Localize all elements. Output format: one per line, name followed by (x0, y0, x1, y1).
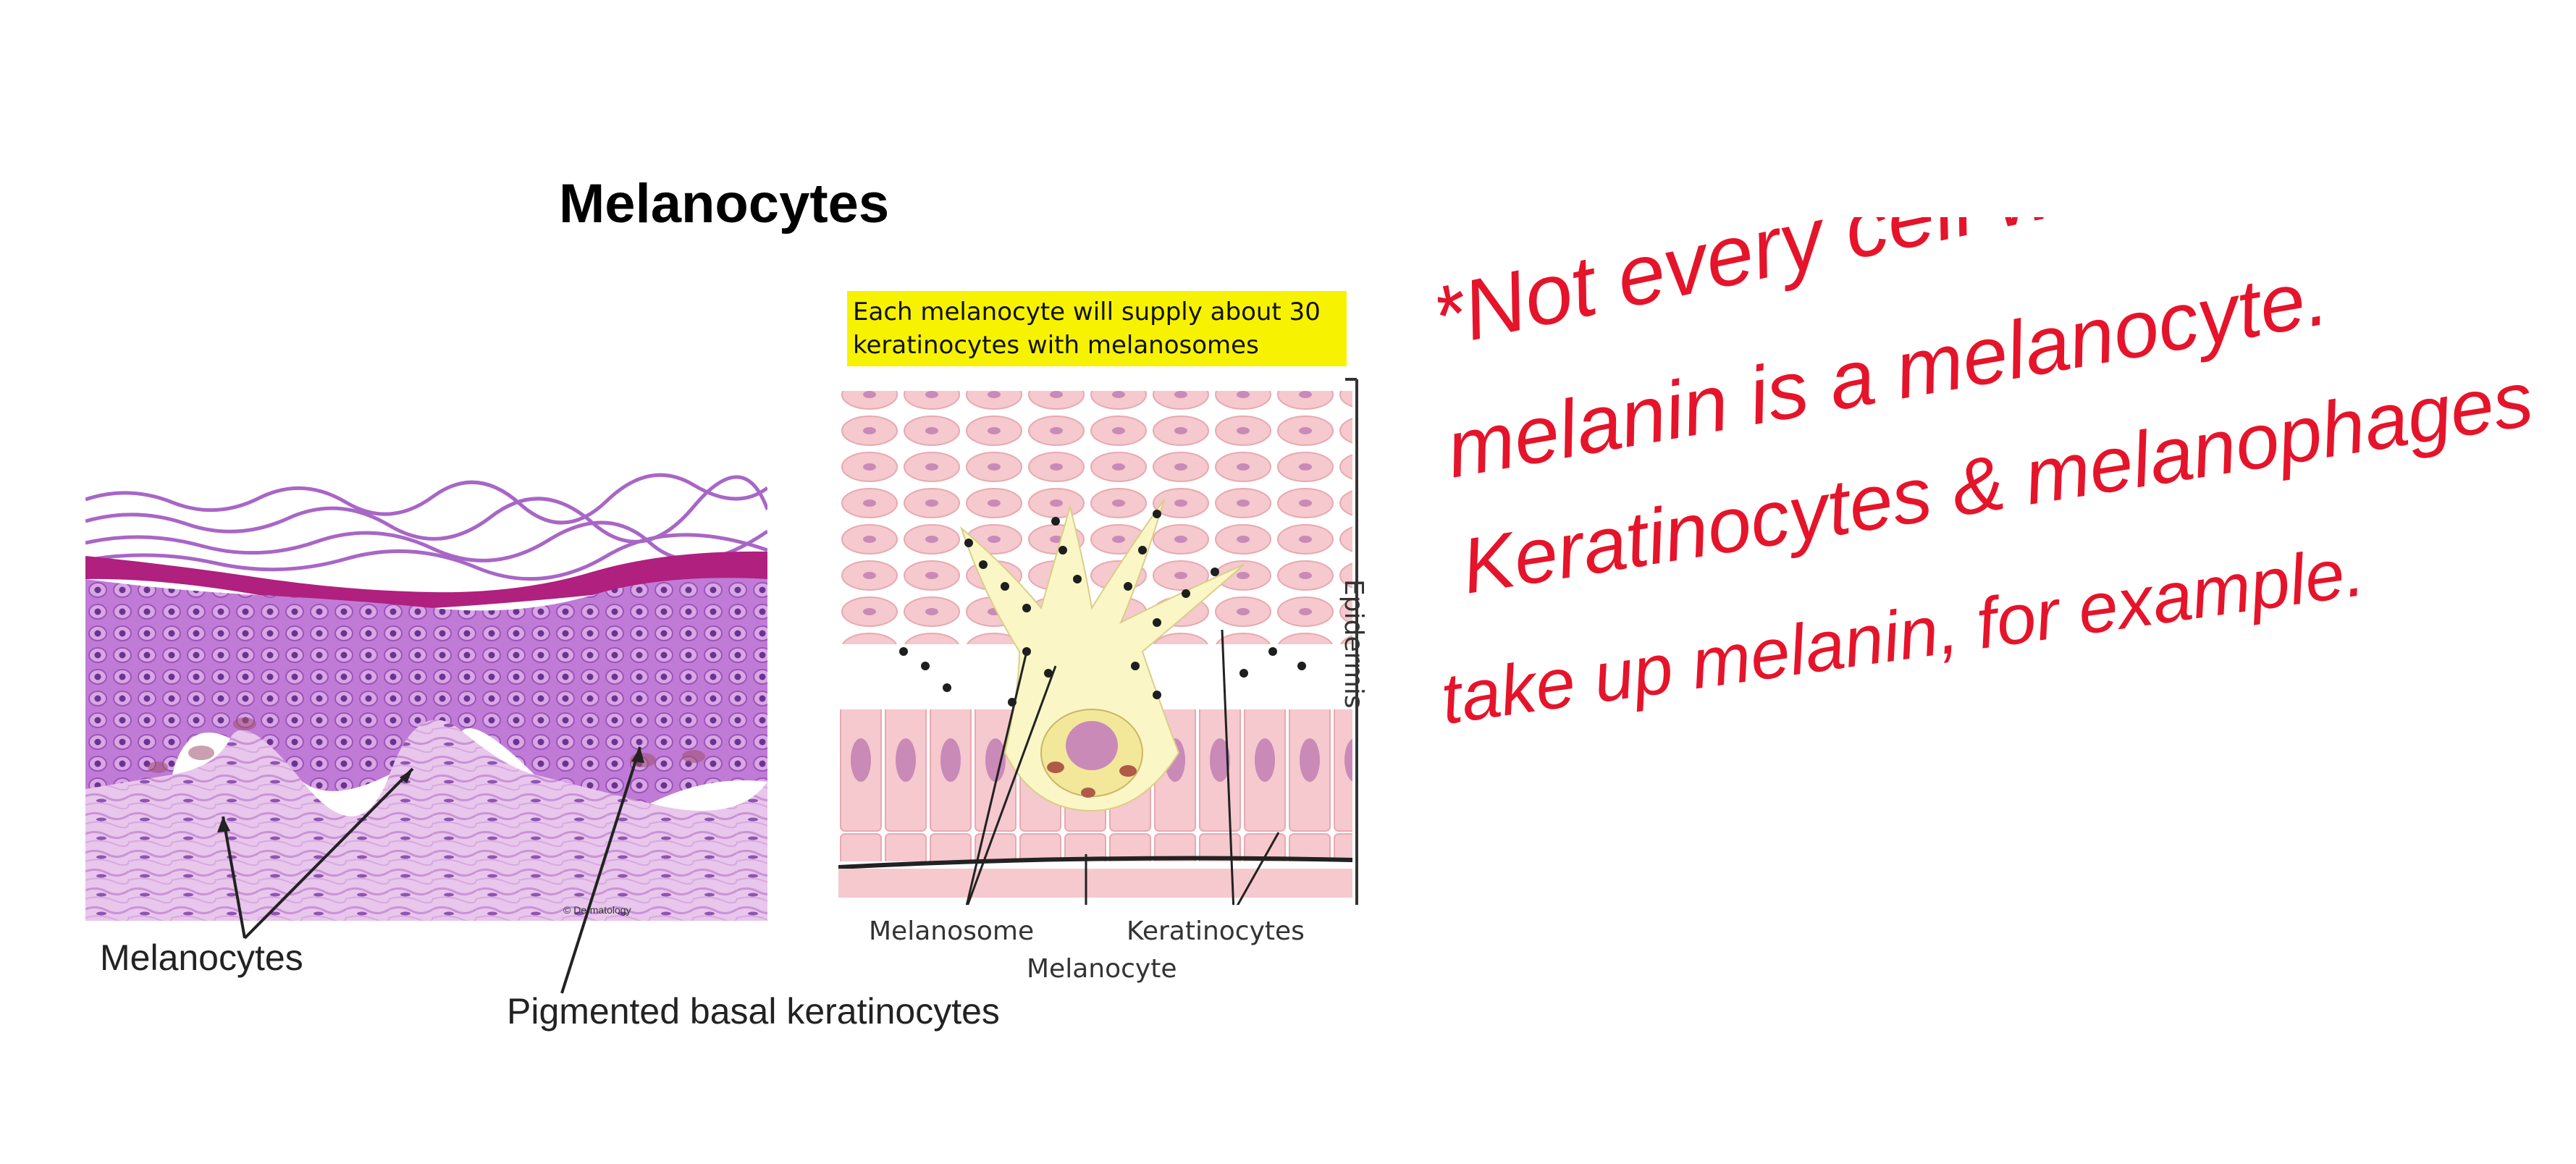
slide-title: Melanocytes (559, 173, 890, 235)
svg-text:© Dermatology: © Dermatology (563, 904, 631, 916)
label-epidermis: Epidermis (1339, 579, 1368, 709)
note-line-1: Each melanocyte will supply about 30 (853, 298, 1321, 326)
epidermis-diagram (838, 376, 1358, 905)
highlight-note: Each melanocyte will supply about 30 ker… (847, 291, 1347, 366)
micrograph-image: © Dermatology (85, 471, 767, 921)
label-melanocyte: Melanocyte (1027, 954, 1177, 984)
label-pigmented-basal-keratinocytes: Pigmented basal keratinocytes (507, 991, 1000, 1032)
label-melanosome: Melanosome (869, 916, 1035, 946)
label-keratinocytes: Keratinocytes (1127, 916, 1305, 946)
handwritten-annotation: *Not every cell w/ melanin is a melanocy… (1422, 134, 2567, 767)
note-line-2: keratinocytes with melanosomes (853, 331, 1259, 360)
handwriting-svg: *Not every cell w/ melanin is a melanocy… (1422, 134, 2538, 739)
label-melanocytes: Melanocytes (100, 937, 303, 978)
